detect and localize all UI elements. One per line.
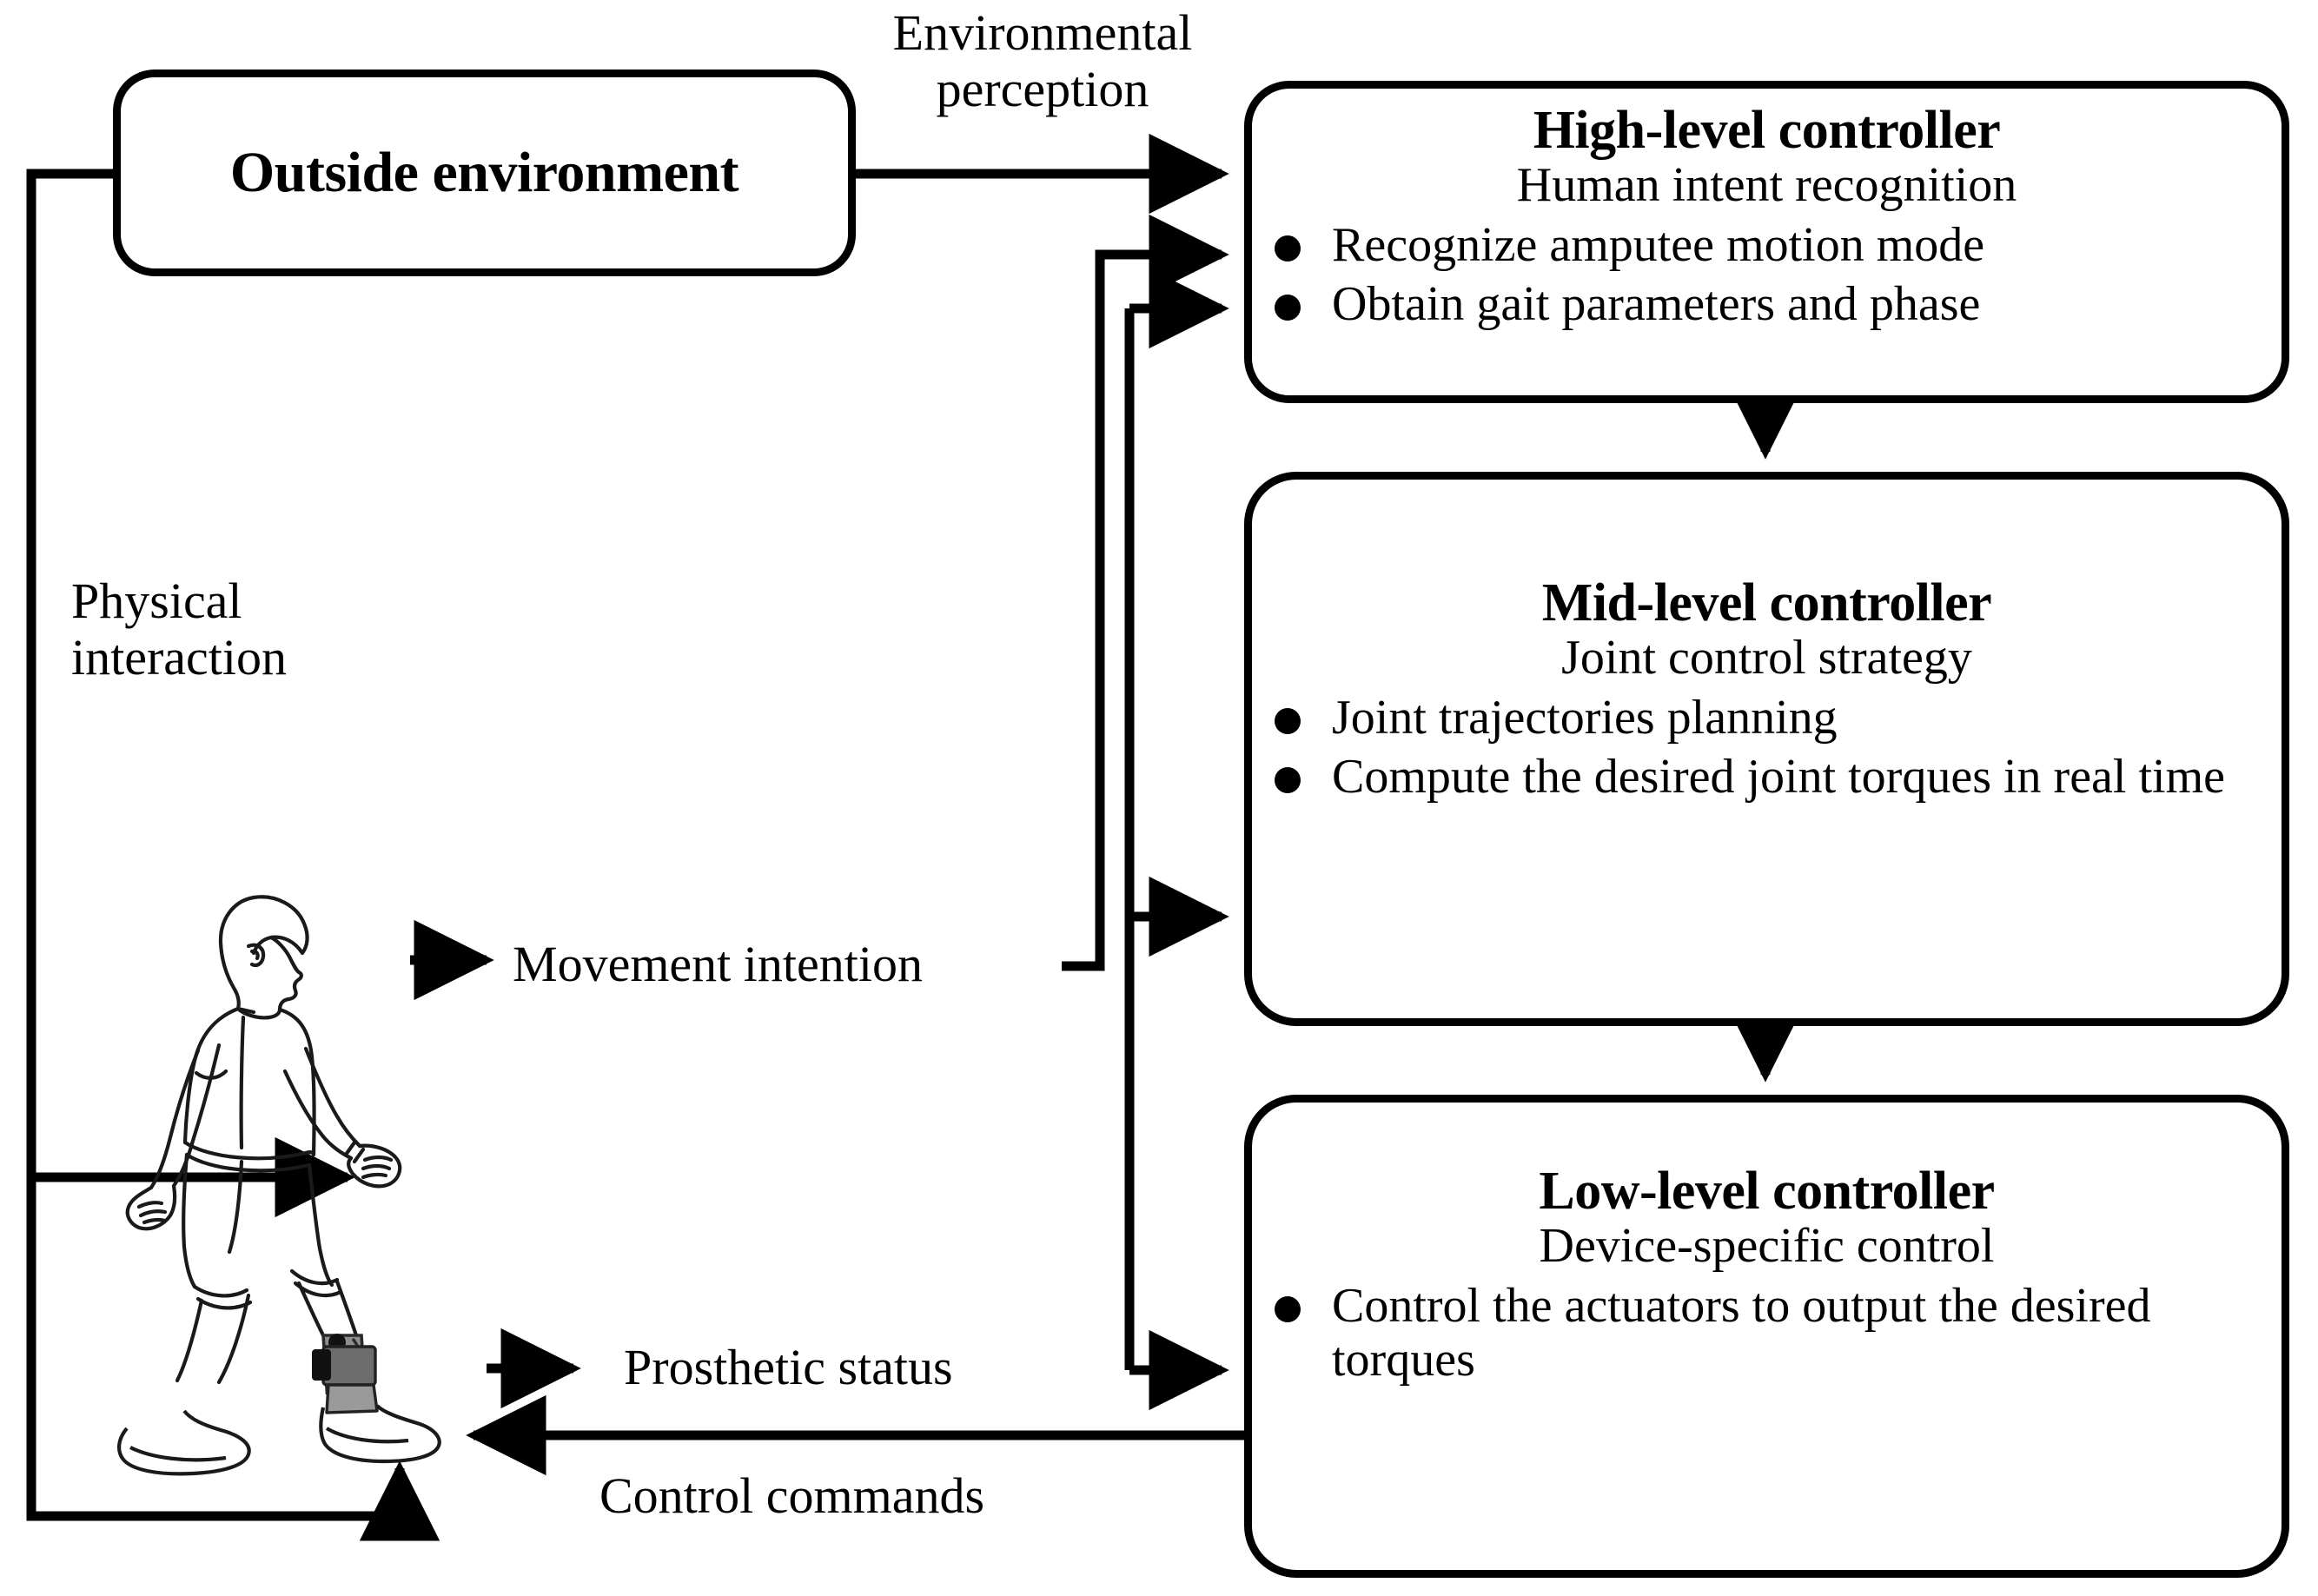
bullet-dot-icon [1275,1295,1301,1322]
low-level-bullets: Control the actuators to output the desi… [1252,1274,2282,1387]
edge-movement-intention-to-high [1062,214,1229,971]
walking-amputee-figure [104,856,469,1504]
bullet-text: Joint trajectories planning [1332,690,1838,745]
bullet-dot-icon [1275,707,1301,734]
node-outside-environment[interactable]: Outside environment [113,70,856,276]
bullet-text: Recognize amputee motion mode [1332,217,1985,272]
bullet-dot-icon [1275,235,1301,262]
bullet-dot-icon [1275,767,1301,794]
label-movement-intention: Movement intention [513,936,923,992]
bullet-text: Obtain gait parameters and phase [1332,277,1981,332]
bullet-dot-icon [1275,295,1301,321]
node-high-level-controller[interactable]: High-level controller Human intent recog… [1244,81,2289,403]
low-level-subtitle: Device-specific control [1539,1219,1995,1274]
node-mid-level-controller[interactable]: Mid-level controller Joint control strat… [1244,472,2289,1026]
node-low-level-controller[interactable]: Low-level controller Device-specific con… [1244,1095,2289,1578]
list-item: Compute the desired joint torques in rea… [1252,750,2282,805]
bullet-text: Control the actuators to output the desi… [1332,1278,2151,1387]
list-item: Recognize amputee motion mode [1252,218,2282,273]
outside-environment-title: Outside environment [229,141,739,205]
list-item: Control the actuators to output the desi… [1252,1279,2282,1387]
label-environmental-perception: Environmental perception [892,4,1193,117]
walking-amputee-illustration [125,895,402,1504]
label-physical-interaction: Physical interaction [71,573,288,685]
mid-level-title: Mid-level controller [1541,573,1992,632]
high-level-title: High-level controller [1533,101,2001,160]
high-level-subtitle: Human intent recognition [1516,158,2017,213]
mid-level-bullets: Joint trajectories planning Compute the … [1252,685,2282,805]
edge-physical-interaction-down [26,169,355,1218]
high-level-bullets: Recognize amputee motion mode Obtain gai… [1252,213,2282,332]
edge-physical-interaction-return [26,1177,440,1541]
list-item: Joint trajectories planning [1252,691,2282,745]
bullet-text: Compute the desired joint torques in rea… [1332,750,2225,805]
label-prosthetic-status: Prosthetic status [624,1339,953,1395]
label-control-commands: Control commands [599,1467,985,1524]
mid-level-subtitle: Joint control strategy [1561,631,1972,685]
prosthetic-ankle-and-shoes [117,1345,441,1476]
low-level-title: Low-level controller [1539,1162,1995,1221]
list-item: Obtain gait parameters and phase [1252,277,2282,332]
